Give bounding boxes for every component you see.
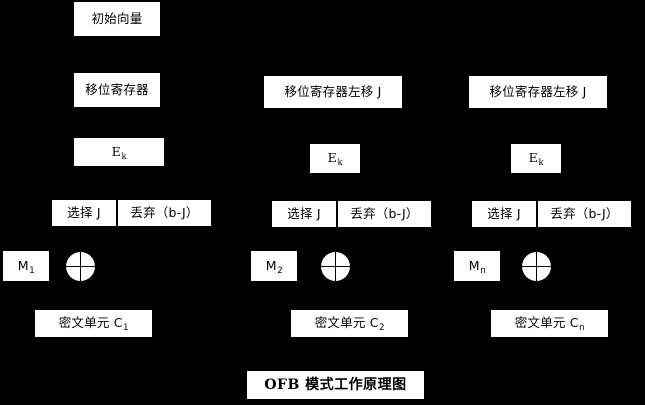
select-box-1: 选择 J bbox=[52, 200, 116, 226]
plaintext-label-1: M1 bbox=[17, 257, 35, 276]
shift-register-box-1: 移位寄存器 bbox=[74, 73, 160, 107]
initial-vector-label: 初始向量 bbox=[91, 10, 143, 26]
diagram-title-label: OFB 模式工作原理图 bbox=[264, 377, 407, 393]
plaintext-box-3: Mn bbox=[454, 251, 500, 281]
discard-label-1: 丢弃（b-J） bbox=[130, 204, 199, 220]
plaintext-subscript-1: 1 bbox=[29, 265, 35, 276]
encrypt-box-3: Ek bbox=[511, 144, 561, 173]
encrypt-box-2: Ek bbox=[310, 144, 360, 173]
shift-register-box-3: 移位寄存器左移 J bbox=[469, 76, 607, 108]
select-label-2: 选择 J bbox=[287, 205, 321, 221]
discard-box-2: 丢弃（b-J） bbox=[338, 201, 431, 227]
ciphertext-label-1: 密文单元 C1 bbox=[58, 315, 129, 334]
discard-box-3: 丢弃（b-J） bbox=[538, 201, 631, 227]
xor-icon-2 bbox=[321, 252, 350, 281]
ciphertext-subscript-1: 1 bbox=[123, 323, 129, 334]
plaintext-subscript-2: 2 bbox=[277, 265, 283, 276]
encrypt-label-3: Ek bbox=[528, 150, 544, 169]
plaintext-subscript-3: n bbox=[480, 265, 486, 276]
ciphertext-subscript-3: n bbox=[579, 323, 585, 334]
discard-box-1: 丢弃（b-J） bbox=[118, 200, 211, 226]
ciphertext-box-1: 密文单元 C1 bbox=[35, 310, 152, 337]
shift-register-label-2: 移位寄存器左移 J bbox=[284, 83, 382, 99]
discard-label-3: 丢弃（b-J） bbox=[550, 205, 619, 221]
select-box-2: 选择 J bbox=[272, 201, 336, 227]
plaintext-label-2: M2 bbox=[265, 257, 283, 276]
encrypt-label-1: Ek bbox=[111, 143, 127, 162]
ciphertext-label-2: 密文单元 C2 bbox=[314, 315, 385, 334]
encrypt-box-1: Ek bbox=[74, 138, 164, 166]
ciphertext-box-2: 密文单元 C2 bbox=[291, 310, 408, 337]
shift-register-box-2: 移位寄存器左移 J bbox=[264, 76, 402, 108]
select-label-3: 选择 J bbox=[487, 205, 521, 221]
encrypt-subscript-2: k bbox=[337, 158, 343, 169]
plaintext-box-1: M1 bbox=[3, 251, 49, 281]
select-label-1: 选择 J bbox=[67, 204, 101, 220]
encrypt-label-2: Ek bbox=[327, 150, 343, 169]
initial-vector-box: 初始向量 bbox=[74, 2, 160, 36]
ciphertext-box-3: 密文单元 Cn bbox=[491, 310, 608, 337]
xor-icon-3 bbox=[522, 252, 551, 281]
ciphertext-label-3: 密文单元 Cn bbox=[514, 315, 585, 334]
select-box-3: 选择 J bbox=[472, 201, 536, 227]
plaintext-label-3: Mn bbox=[468, 257, 486, 276]
encrypt-subscript-1: k bbox=[121, 151, 127, 162]
xor-icon-1 bbox=[66, 252, 95, 281]
encrypt-subscript-3: k bbox=[538, 158, 544, 169]
diagram-title-box: OFB 模式工作原理图 bbox=[247, 371, 424, 399]
shift-register-label-3: 移位寄存器左移 J bbox=[489, 83, 587, 99]
ciphertext-subscript-2: 2 bbox=[379, 323, 385, 334]
plaintext-box-2: M2 bbox=[251, 251, 297, 281]
discard-label-2: 丢弃（b-J） bbox=[350, 205, 419, 221]
shift-register-label-1: 移位寄存器 bbox=[85, 81, 149, 97]
